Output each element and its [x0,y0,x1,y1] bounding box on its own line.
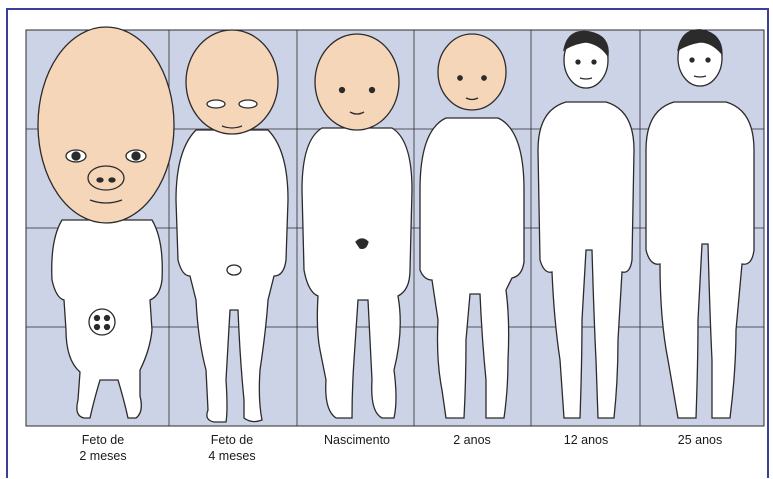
caption-fetus-2-months: Feto de 2 meses [48,432,158,464]
caption-2-years: 2 anos [417,432,527,448]
head-newborn [315,34,399,130]
caption-line: 25 anos [645,432,755,448]
caption-line: 12 anos [531,432,641,448]
caption-line: 2 meses [48,448,158,464]
head-fetus-2-months [38,27,174,223]
caption-fetus-4-months: Feto de 4 meses [177,432,287,464]
caption-line: 4 meses [177,448,287,464]
caption-line: Feto de [48,432,158,448]
caption-newborn: Nascimento [302,432,412,448]
caption-line: Nascimento [302,432,412,448]
caption-line: 2 anos [417,432,527,448]
caption-25-years: 25 anos [645,432,755,448]
caption-line: Feto de [177,432,287,448]
caption-12-years: 12 anos [531,432,641,448]
head-fetus-4-months [186,30,278,134]
head-2-years [438,34,506,110]
